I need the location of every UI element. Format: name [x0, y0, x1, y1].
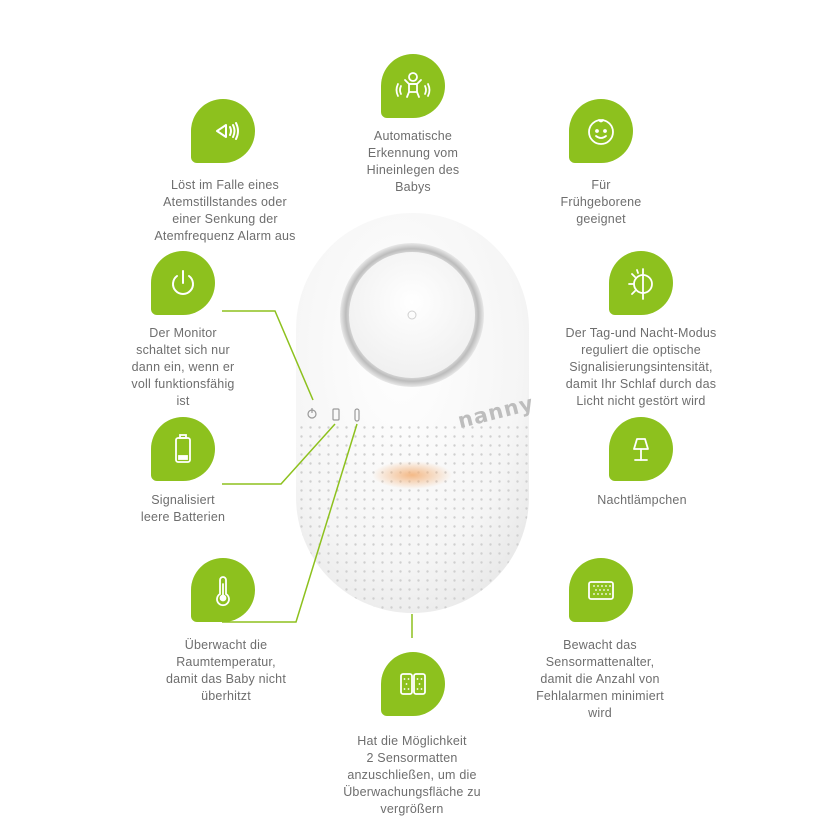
indicator-glow — [372, 461, 452, 489]
feature-battery-text: Signalisiert leere Batterien — [140, 493, 226, 524]
feature-nightlight-text: Nachtlämpchen — [597, 493, 687, 507]
lamp-icon — [609, 417, 673, 481]
main-button — [349, 252, 475, 378]
feature-power-text: Der Monitor schaltet sich nur dann ein, … — [131, 326, 235, 408]
day-night-icon — [609, 251, 673, 315]
feature-temperature-text: Überwacht die Raumtemperatur, damit das … — [165, 638, 287, 703]
two-sensor-mats-icon — [381, 652, 445, 716]
feature-premature-text: Für Frühgeborene geeignet — [560, 178, 642, 226]
sound-waves-icon — [191, 99, 255, 163]
speaker-grille — [296, 425, 529, 613]
power-icon — [151, 251, 215, 315]
feature-sensor-age-text: Bewacht das Sensormattenalter, damit die… — [536, 638, 664, 720]
battery-icon — [151, 417, 215, 481]
baby-face-icon — [569, 99, 633, 163]
feature-two-sensors-text: Hat die Möglichkeit 2 Sensormatten anzus… — [343, 734, 481, 816]
feature-day-night-text: Der Tag-und Nacht-Modus reguliert die op… — [565, 326, 717, 408]
feature-alarm-text: Löst im Falle eines Atemstillstandes ode… — [154, 178, 296, 243]
device-indicators — [307, 408, 360, 422]
feature-baby-detection-text: Automatische Erkennung vom Hineinlegen d… — [366, 129, 460, 194]
connector-lines — [222, 310, 413, 638]
baby-icon — [381, 54, 445, 118]
sensor-mat-icon — [569, 558, 633, 622]
thermometer-icon — [191, 558, 255, 622]
